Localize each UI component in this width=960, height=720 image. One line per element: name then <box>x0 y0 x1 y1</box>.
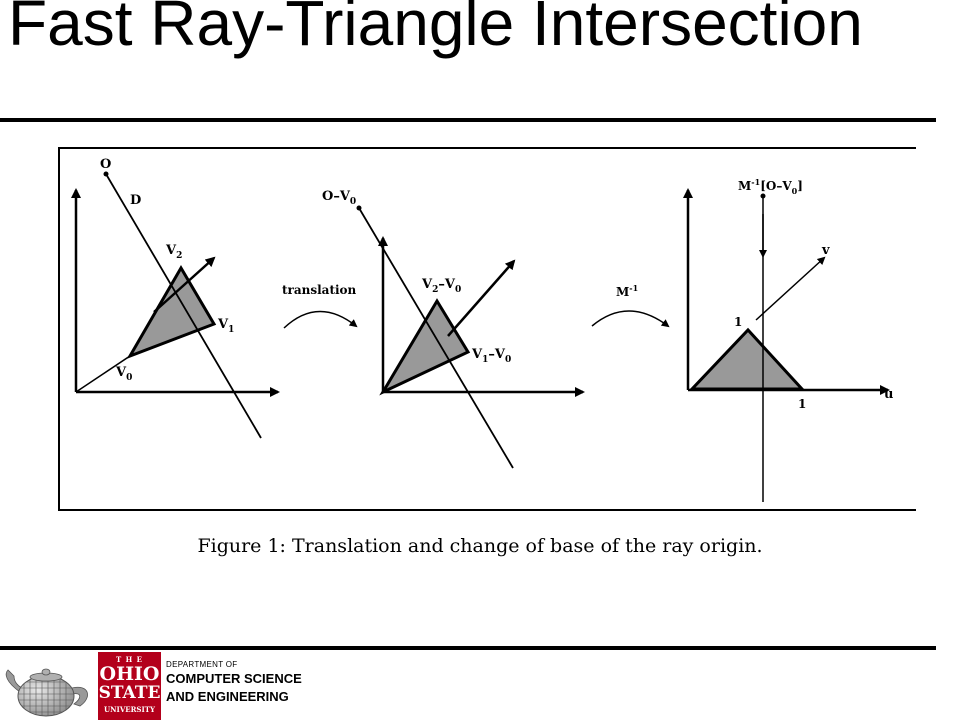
dept-line-2: AND ENGINEERING <box>166 689 289 704</box>
p1-label-v1: V1 <box>217 317 234 335</box>
panel-barycentric: M-1[O–V0] v u 1 1 <box>683 177 893 502</box>
figure-frame <box>58 147 916 511</box>
p2-origin-dot <box>356 205 362 211</box>
p1-origin-dot <box>103 171 109 177</box>
transform-arrow-translation: translation <box>282 283 358 329</box>
inverse-matrix-label: M-1 <box>616 283 638 299</box>
figure-caption: Figure 1: Translation and change of base… <box>197 535 763 557</box>
ray-triangle-figure: O D V2 V1 V0 translation O–V0 V2–V0 V1–V… <box>58 147 916 511</box>
p3-label-u: u <box>884 387 893 402</box>
p1-triangle <box>126 265 217 359</box>
p3-label-v: v <box>821 243 830 258</box>
p2-label-v1: V1–V0 <box>471 347 511 365</box>
p3-origin-dot <box>760 193 766 199</box>
transform-arrow-inverse-matrix: M-1 <box>591 283 670 328</box>
p1-normal-arrow <box>153 256 216 313</box>
dept-line-1: COMPUTER SCIENCE <box>166 671 302 686</box>
p2-normal-arrow <box>447 259 516 337</box>
dept-prefix: DEPARTMENT OF <box>166 660 238 669</box>
osu-seal: T H E OHIO STATE UNIVERSITY <box>98 652 161 720</box>
p1-ray <box>105 173 262 439</box>
footer-rule <box>0 646 936 650</box>
p3-normal-arrow <box>755 256 826 321</box>
p2-ray <box>358 207 514 469</box>
seal-the: T H E <box>115 655 144 664</box>
p1-label-v2: V2 <box>165 243 182 261</box>
translation-label: translation <box>282 283 357 297</box>
panel-original: O D V2 V1 V0 <box>71 157 280 439</box>
p3-label-origin: M-1[O–V0] <box>738 177 803 196</box>
seal-ohio: OHIO <box>99 663 160 685</box>
p3-triangle <box>688 327 806 391</box>
p1-label-o: O <box>100 157 111 172</box>
p3-label-one-v: 1 <box>734 315 742 329</box>
p1-v0-vector <box>75 355 131 393</box>
p3-label-one-u: 1 <box>798 397 806 411</box>
panel-translated: O–V0 V2–V0 V1–V0 <box>322 189 585 469</box>
teapot-icon <box>0 652 96 720</box>
slide-title: Fast Ray-Triangle Intersection <box>8 0 863 59</box>
seal-university: UNIVERSITY <box>104 705 155 714</box>
p1-label-d: D <box>130 193 141 208</box>
p2-label-origin: O–V0 <box>322 189 356 207</box>
title-rule <box>0 118 936 122</box>
seal-state: STATE <box>98 683 161 703</box>
p2-label-v2: V2–V0 <box>421 277 461 295</box>
department-name: DEPARTMENT OF COMPUTER SCIENCE AND ENGIN… <box>166 660 306 705</box>
footer-logo: T H E OHIO STATE UNIVERSITY DEPARTMENT O… <box>0 652 304 720</box>
p1-label-v0: V0 <box>115 365 132 383</box>
p2-triangle <box>379 298 471 396</box>
